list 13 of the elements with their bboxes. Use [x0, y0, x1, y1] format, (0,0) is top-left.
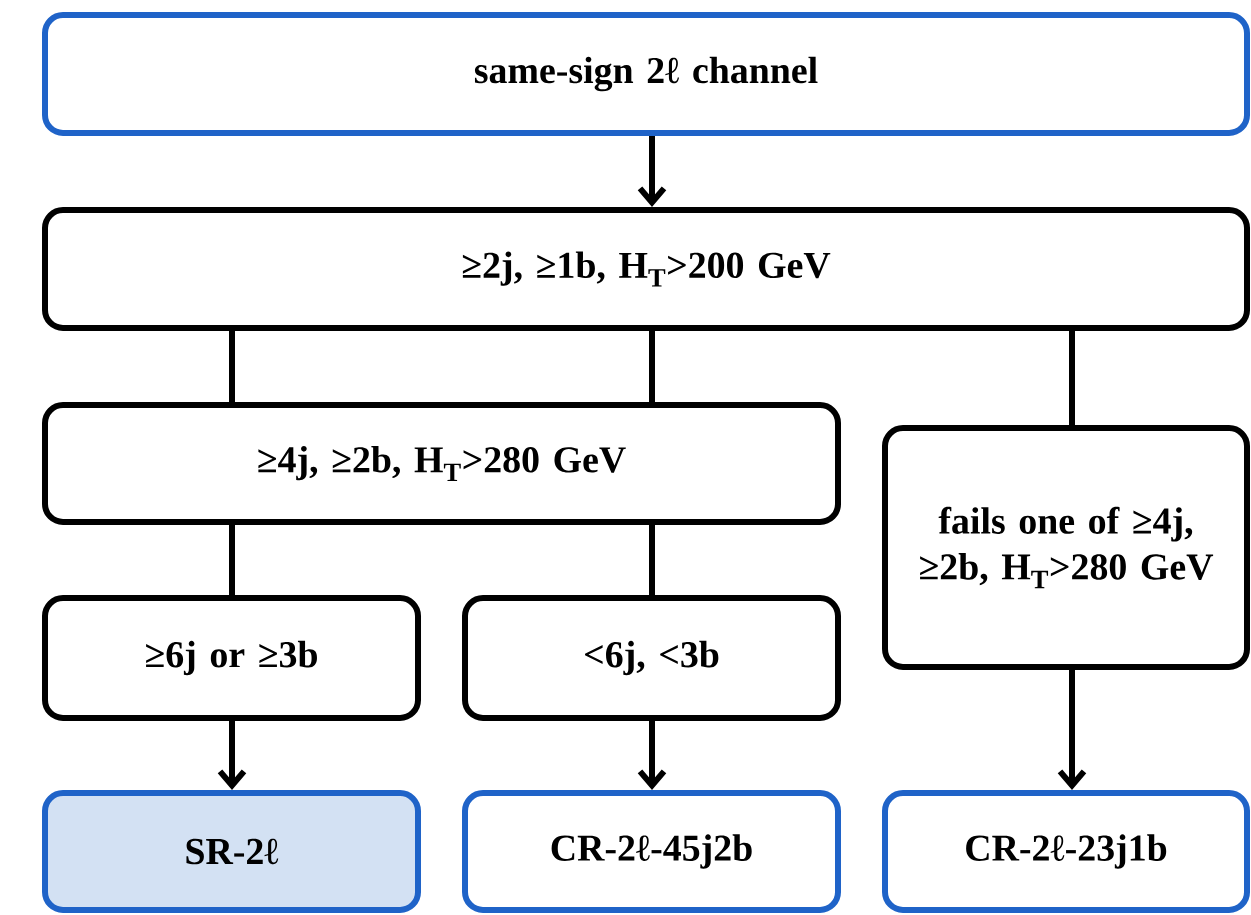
selection-box: ≥4j, ≥2b, H$_{T}$>280 GeV [42, 402, 841, 525]
arrow [217, 721, 247, 790]
region-box: SR-2ℓ [42, 790, 421, 913]
region-box: CR-2ℓ-45j2b [462, 790, 841, 913]
arrow [637, 186, 667, 207]
selection-box: <6j, <3b [462, 595, 841, 721]
selection-box: ≥2j, ≥1b, H$_{T}$>200 GeV [42, 207, 1250, 331]
selection-box: fails one of ≥4j, ≥2b, H$_{T}$>280 GeV [882, 425, 1250, 670]
arrow [1057, 769, 1087, 790]
arrow [637, 721, 667, 790]
region-box: same-sign 2ℓ channel [42, 12, 1250, 136]
selection-box: ≥6j or ≥3b [42, 595, 421, 721]
region-box: CR-2ℓ-23j1b [882, 790, 1250, 913]
